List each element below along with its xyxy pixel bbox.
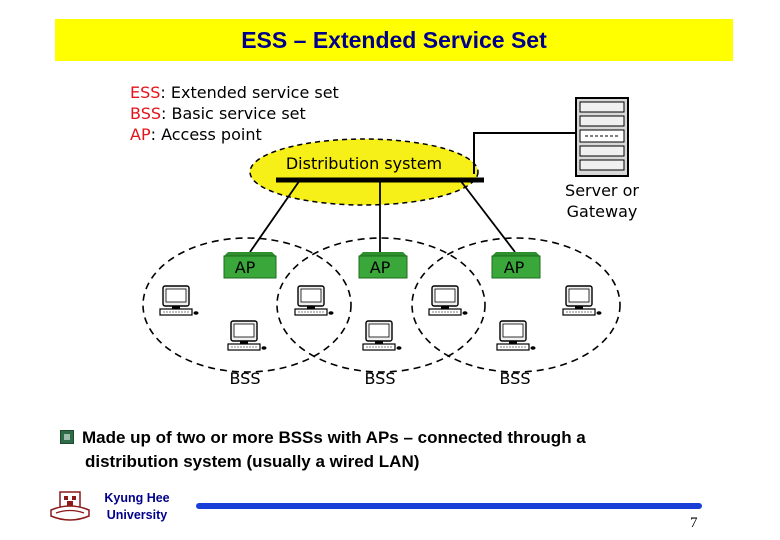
distribution-system-label: Distribution system <box>286 154 442 173</box>
computer-icon <box>294 285 335 316</box>
bullet-line2: distribution system (usually a wired LAN… <box>85 452 420 471</box>
legend-ap: AP: Access point <box>130 125 262 144</box>
computer-icon <box>227 320 268 351</box>
server-icon <box>575 97 629 177</box>
bullet-point: Made up of two or more BSSs with APs – c… <box>60 426 740 474</box>
ap-link-3 <box>459 179 516 253</box>
ap-link-1 <box>249 179 301 253</box>
ap-1: AP <box>223 252 277 279</box>
ap-3: AP <box>491 252 541 279</box>
computer-icon <box>562 285 603 316</box>
server-label-line1: Server or <box>565 181 639 200</box>
legend-ess: ESS: Extended service set <box>130 83 339 102</box>
university-line1: Kyung Hee <box>104 491 170 505</box>
computer-icon <box>362 320 403 351</box>
university-logo-icon <box>50 491 90 521</box>
computer-icon <box>159 285 200 316</box>
server-label-line2: Gateway <box>567 202 638 221</box>
bss-label-3: BSS <box>499 369 530 388</box>
university-line2: University <box>106 508 168 522</box>
bss-circle-3 <box>411 237 621 373</box>
bss-circle-1 <box>142 237 352 373</box>
ap-label-3: AP <box>504 258 525 277</box>
bss-label-2: BSS <box>364 369 395 388</box>
computer-icon <box>428 285 469 316</box>
footer-divider <box>196 503 702 509</box>
page-number: 7 <box>690 515 698 531</box>
university-name: Kyung Hee University <box>97 490 177 524</box>
server-link <box>473 132 576 174</box>
slide-title: ESS – Extended Service Set <box>241 27 547 53</box>
computer-icon <box>496 320 537 351</box>
bullet-icon <box>60 430 74 444</box>
bullet-line1: Made up of two or more BSSs with APs – c… <box>82 428 586 447</box>
bss-circle-2 <box>276 237 486 373</box>
bss-label-1: BSS <box>229 369 260 388</box>
ap-label-2: AP <box>370 258 391 277</box>
distribution-system-ellipse <box>249 138 479 206</box>
ap-2: AP <box>358 252 408 279</box>
legend-bss: BSS: Basic service set <box>130 104 306 123</box>
title-bar: ESS – Extended Service Set <box>55 19 733 61</box>
legend: ESS: Extended service set BSS: Basic ser… <box>130 83 339 144</box>
ap-label-1: AP <box>235 258 256 277</box>
